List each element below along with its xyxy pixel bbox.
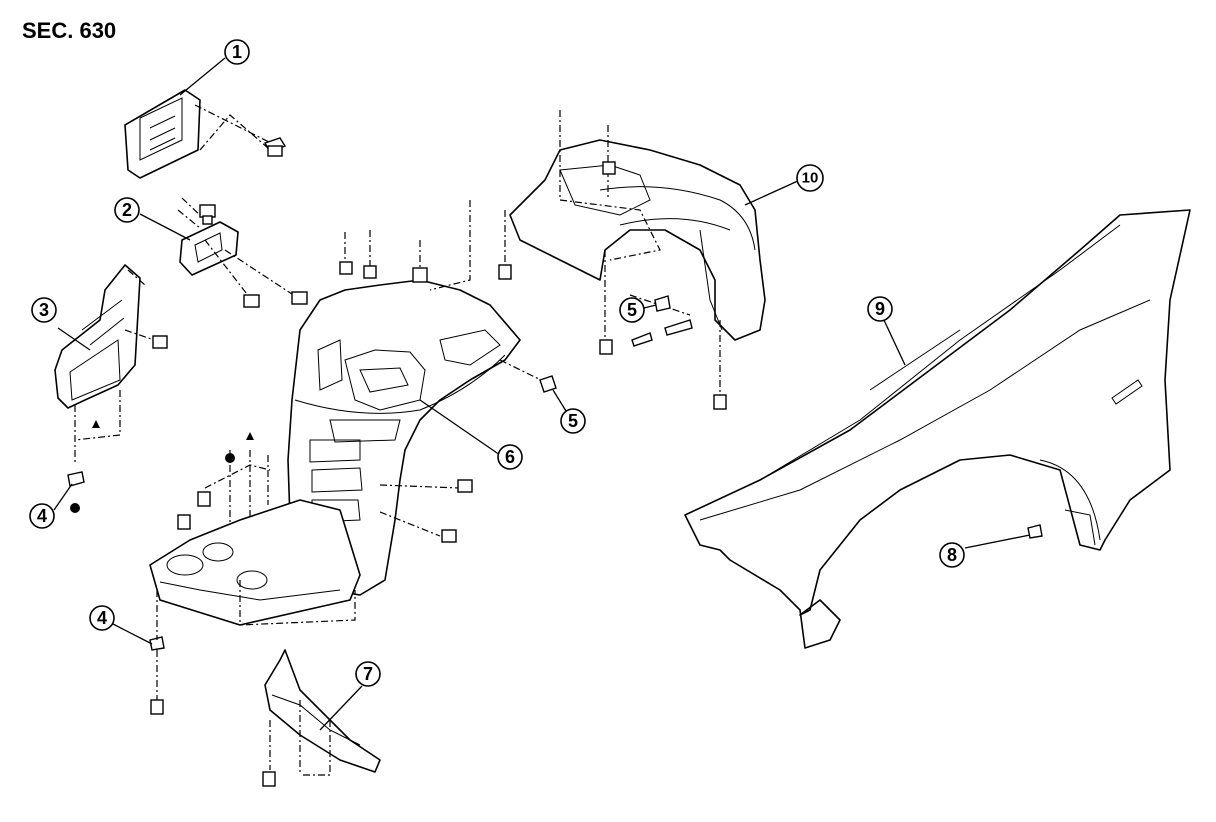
clip-part5-right [654,295,671,312]
callout-5-right: 5 [619,297,657,323]
bolt-part1 [263,137,287,157]
section-label: SEC. 630 [22,18,116,43]
dot-mark-1 [225,453,235,463]
svg-text:5: 5 [627,300,637,320]
bolt-part10-a [498,264,512,280]
svg-text:2: 2 [122,200,132,220]
callout-5-left: 5 [552,389,586,434]
triangle-mark-2 [246,432,254,440]
part-7-mud-guard [262,649,381,787]
svg-text:9: 9 [875,299,885,319]
bolt-part10-d [602,161,616,175]
bolt-part6-right-a [457,479,473,493]
callout-3: 3 [31,297,57,323]
part-3-cover [54,264,161,465]
bolt-part2-b [243,294,260,308]
callout-6: 6 [497,444,523,470]
callout-10: 10 [796,164,824,192]
svg-text:4: 4 [97,608,107,628]
bolt-part6-lower-b [197,491,211,507]
bolt-part6-right-b [441,529,457,543]
bolt-part10-b [599,339,613,355]
triangle-mark-1 [92,420,100,428]
svg-text:3: 3 [39,300,49,320]
bolt-part6-top-a [339,261,353,275]
part-10-wheel-housing [429,110,801,395]
bolt-part2-a [199,204,216,225]
bolt-part10-c [713,394,727,410]
callout-8: 8 [939,542,965,568]
clip-part5-left [539,375,557,393]
bolt-part6-top-c [412,267,428,283]
svg-text:1: 1 [232,42,242,62]
svg-text:7: 7 [363,664,373,684]
callout-7: 7 [355,661,381,687]
svg-text:10: 10 [802,170,819,187]
screw-part10-b [664,319,693,336]
part-2-bracket [139,197,299,299]
callout-9: 9 [867,296,893,322]
bolt-part3 [152,335,168,349]
svg-text:8: 8 [947,545,957,565]
part-1-bracket [124,57,276,179]
callout-2: 2 [114,197,140,223]
part-9-front-fender [684,209,1191,649]
svg-text:4: 4 [37,506,47,526]
screw-part10-a [631,332,653,347]
part-6-splash-shield [149,230,546,626]
svg-text:5: 5 [568,411,578,431]
part-4-clip-upper [67,471,85,513]
bolt-part6-top-b [363,265,377,279]
callout-1: 1 [224,39,250,65]
callout-4-lower: 4 [89,605,153,645]
svg-text:6: 6 [505,447,515,467]
part-4-clip-lower [149,590,165,715]
bolt-part6-lower-a [177,514,191,530]
callout-4-upper: 4 [29,483,73,529]
bolt-part2-c [291,291,308,305]
